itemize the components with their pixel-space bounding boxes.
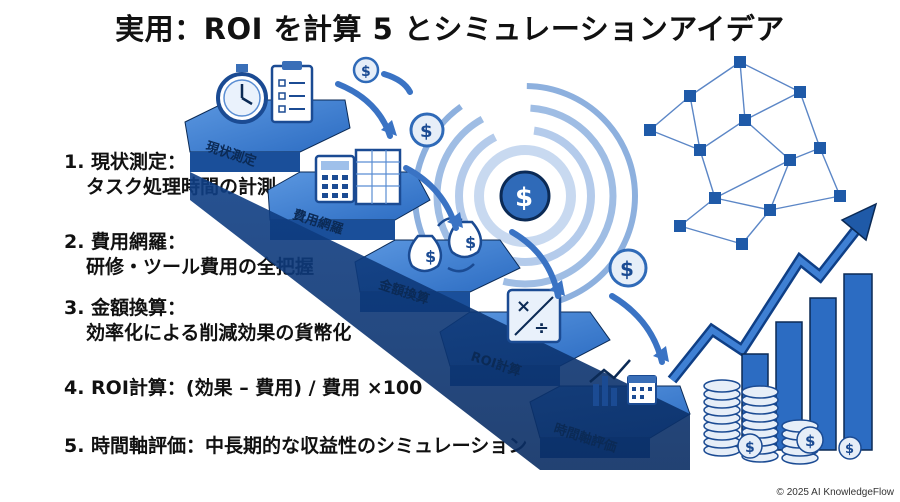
clipboard-icon	[270, 61, 314, 124]
step-4-heading: 4. ROI計算：(効果 – 費用) / 費用 ×100	[64, 377, 423, 399]
step-2-detail: 研修・ツール費用の全把握	[86, 256, 315, 278]
step-5-text: 5. 時間軸評価：中長期的な収益性のシミュレーション	[64, 434, 527, 459]
step-5-heading: 5. 時間軸評価：中長期的な収益性のシミュレーション	[64, 435, 528, 457]
svg-text:$: $	[515, 183, 533, 213]
math-operators-icon: × ÷	[506, 288, 562, 344]
svg-text:×: ×	[516, 296, 531, 317]
svg-text:$: $	[620, 257, 634, 281]
staircase	[184, 99, 691, 470]
step-2-text: 2. 費用網羅： 研修・ツール費用の全把握	[64, 230, 314, 280]
copyright: © 2025 AI KnowledgeFlow	[776, 487, 894, 498]
stopwatch-icon	[216, 64, 268, 124]
step-2-heading: 2. 費用網羅：	[64, 231, 187, 253]
rising-arrow-icon	[667, 202, 878, 384]
step-3-detail: 効率化による削減効果の貨幣化	[86, 322, 352, 344]
svg-text:$: $	[465, 233, 476, 252]
step-1-heading: 1. 現状測定：	[64, 151, 187, 173]
step-3-heading: 3. 金額換算：	[64, 297, 187, 319]
spreadsheet-icon	[354, 148, 402, 206]
step-3-text: 3. 金額換算： 効率化による削減効果の貨幣化	[64, 296, 351, 346]
svg-text:$: $	[425, 247, 436, 266]
network-nodes	[644, 56, 846, 250]
svg-text:$: $	[361, 64, 371, 80]
dollar-coin-icon: $ $ $ $	[352, 56, 648, 288]
coin-stack-icon	[703, 379, 862, 465]
svg-text:÷: ÷	[534, 318, 549, 339]
arrow-heads	[381, 120, 669, 362]
page-title: 実用：ROI を計算 5 とシミュレーションアイデア	[115, 12, 785, 46]
svg-text:$: $	[420, 121, 433, 142]
calculator-icon	[314, 154, 356, 204]
svg-text:$: $	[845, 442, 854, 457]
chart-calendar-icon	[589, 359, 657, 406]
network-graph-icon	[649, 61, 841, 245]
step-4-text: 4. ROI計算：(効果 – 費用) / 費用 ×100	[64, 376, 422, 401]
svg-text:$: $	[745, 440, 755, 456]
coin-dollar-signs: $ $ $	[745, 432, 854, 457]
svg-text:$: $	[805, 432, 815, 450]
